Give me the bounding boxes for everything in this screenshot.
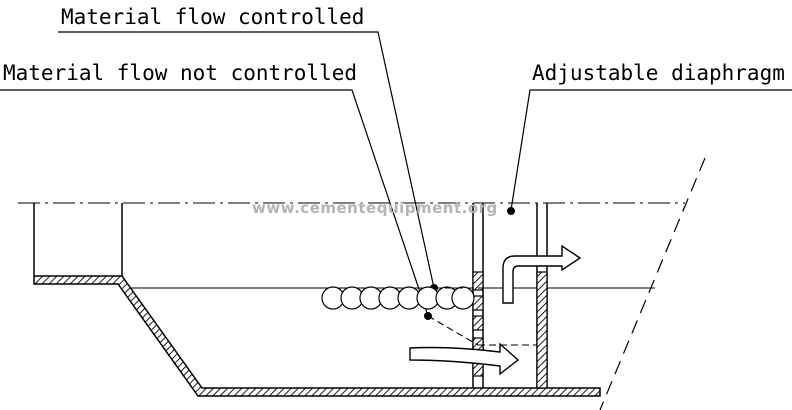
outlet-flow-arrow [502,244,582,304]
bypass-flow-arrow [409,342,520,376]
label-flow-controlled: Material flow controlled [61,5,364,29]
label-diaphragm: Adjustable diaphragm [532,61,785,85]
grinding-balls [321,286,475,310]
inlet-chute [33,203,123,276]
flow-paths [427,287,537,346]
label-flow-not-controlled: Material flow not controlled [3,61,357,85]
leader-diaphragm [510,89,792,211]
break-line [599,157,706,410]
leader-dot-diaphragm [507,207,516,216]
diaphragm-right-plate [536,203,548,389]
mill-shell-wall [33,275,601,397]
leader-flow-not-controlled [0,89,429,317]
ball [451,286,475,310]
watermark: www.cementequipment.org [252,199,498,217]
